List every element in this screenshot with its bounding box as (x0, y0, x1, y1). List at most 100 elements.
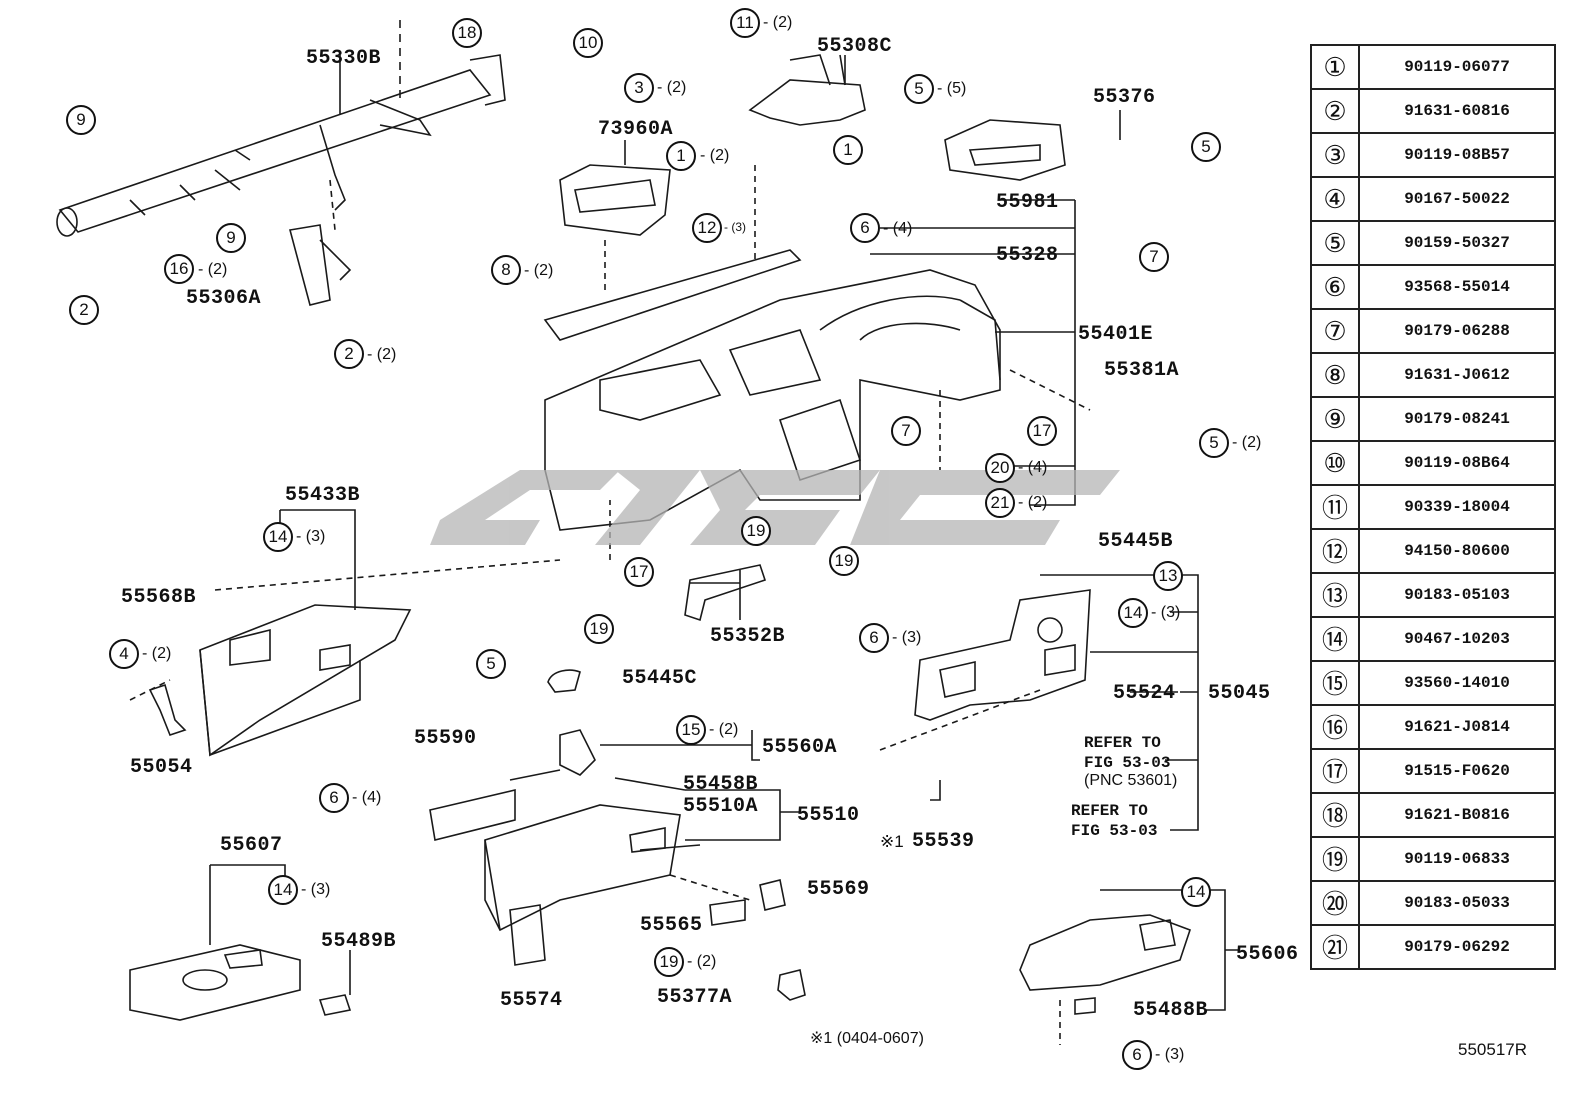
legend-number: ⑥ (1323, 271, 1347, 302)
part-label-55330B: 55330B (306, 47, 382, 70)
callout-bubble: 9 (66, 105, 96, 135)
legend-part-code: 90179-06288 (1358, 308, 1556, 354)
part-label-55433B: 55433B (285, 484, 361, 507)
part-label-55607: 55607 (220, 834, 283, 857)
callout-quantity: - (2) (524, 262, 554, 279)
part-label-55539: 55539 (912, 830, 975, 853)
callout-bubble: 5 (476, 649, 506, 679)
reinforcement-beam-drawing (56, 20, 506, 237)
legend-part-code: 90159-50327 (1358, 220, 1556, 266)
callout-bubble: 13 (1153, 561, 1183, 591)
legend-number: ② (1323, 95, 1347, 126)
callout-bubble: 20 (985, 453, 1015, 483)
legend-number: ⑩ (1323, 447, 1347, 478)
part-label-55445B: 55445B (1098, 530, 1174, 553)
part-label-55568B: 55568B (121, 586, 197, 609)
callout-bubble: 6 (859, 623, 889, 653)
legend-number: ⑮ (1321, 668, 1348, 699)
legend-number: ⑦ (1323, 315, 1347, 346)
callout-bubble: 2 (334, 339, 364, 369)
legend-number: ⑳ (1321, 888, 1348, 919)
part-label-55510A: 55510A (683, 795, 759, 818)
callout-bubble: 2 (69, 295, 99, 325)
legend-row: ⑦ 90179-06288 (1310, 308, 1556, 354)
callout-quantity: - (4) (883, 220, 913, 237)
legend-number: ④ (1323, 183, 1347, 214)
legend-row: ⑤ 90159-50327 (1310, 220, 1556, 266)
part-label-55510: 55510 (797, 804, 860, 827)
legend-number: ⑨ (1323, 403, 1347, 434)
legend-part-code: 91621-B0816 (1358, 792, 1556, 838)
callout-quantity: - (2) (1018, 494, 1048, 511)
legend-part-code: 93568-55014 (1358, 264, 1556, 310)
part-label-55488B: 55488B (1133, 999, 1209, 1022)
legend-part-code: 90467-10203 (1358, 616, 1556, 662)
callout-bubble: 6 (850, 213, 880, 243)
part-label-55376: 55376 (1093, 86, 1156, 109)
callout-bubble: 15 (676, 715, 706, 745)
refer-note-2-line2: FIG 53-03 (1071, 822, 1158, 840)
callout-bubble: 1 (833, 135, 863, 165)
callout-bubble: 5 (1199, 428, 1229, 458)
callout-quantity: - (3) (1155, 1046, 1185, 1063)
callout-quantity: - (4) (352, 789, 382, 806)
refer-note-2-line1: REFER TO (1071, 802, 1148, 820)
callout-bubble: 19 (584, 614, 614, 644)
legend-part-code: 91631-60816 (1358, 88, 1556, 134)
part-label-55352B: 55352B (710, 625, 786, 648)
legend-part-code: 90179-06292 (1358, 924, 1556, 970)
part-label-55489B: 55489B (321, 930, 397, 953)
legend-number: ⑰ (1321, 756, 1348, 787)
callout-bubble: 19 (654, 947, 684, 977)
callout-bubble: 8 (491, 255, 521, 285)
callout-bubble: 9 (216, 223, 246, 253)
part-label-73960A: 73960A (598, 118, 674, 141)
callout-bubble: 12 (692, 213, 722, 243)
part-label-55401E: 55401E (1078, 323, 1154, 346)
callout-bubble: 5 (1191, 132, 1221, 162)
callout-bubble: 7 (1139, 242, 1169, 272)
legend-part-code: 91631-J0612 (1358, 352, 1556, 398)
legend-number: ⑱ (1321, 800, 1348, 831)
watermark-logo (430, 470, 1120, 545)
callout-quantity: - (3) (301, 881, 331, 898)
part-label-55569: 55569 (807, 878, 870, 901)
legend-part-code: 93560-14010 (1358, 660, 1556, 706)
legend-row: ⑩ 90119-08B64 (1310, 440, 1556, 486)
legend-number: ① (1323, 51, 1347, 82)
part-label-55377A: 55377A (657, 986, 733, 1009)
legend-part-code: 90119-08B64 (1358, 440, 1556, 486)
brace-55306A (289, 224, 352, 306)
callout-bubble: 21 (985, 488, 1015, 518)
legend-row: ⑰ 91515-F0620 (1310, 748, 1556, 794)
legend-number: ⑤ (1323, 227, 1347, 258)
legend-part-code: 90183-05103 (1358, 572, 1556, 618)
part-label-55565: 55565 (640, 914, 703, 937)
callout-bubble: 14 (1181, 877, 1211, 907)
legend-number: ⑪ (1321, 492, 1348, 523)
legend-part-code: 90119-08B57 (1358, 132, 1556, 178)
callout-quantity: - (2) (709, 721, 739, 738)
legend-number: ⑫ (1321, 536, 1348, 567)
refer-note-1-line3: (PNC 53601) (1084, 772, 1178, 789)
callout-bubble: 3 (624, 73, 654, 103)
legend-part-code: 91515-F0620 (1358, 748, 1556, 794)
callout-bubble: 11 (730, 8, 760, 38)
refer-note-1-line1: REFER TO (1084, 734, 1161, 752)
callout-quantity: - (2) (198, 261, 228, 278)
legend-part-code: 90179-08241 (1358, 396, 1556, 442)
callout-bubble: 16 (164, 254, 194, 284)
callout-bubble: 4 (109, 639, 139, 669)
part-label-55306A: 55306A (186, 287, 262, 310)
part-label-55445C: 55445C (622, 667, 698, 690)
